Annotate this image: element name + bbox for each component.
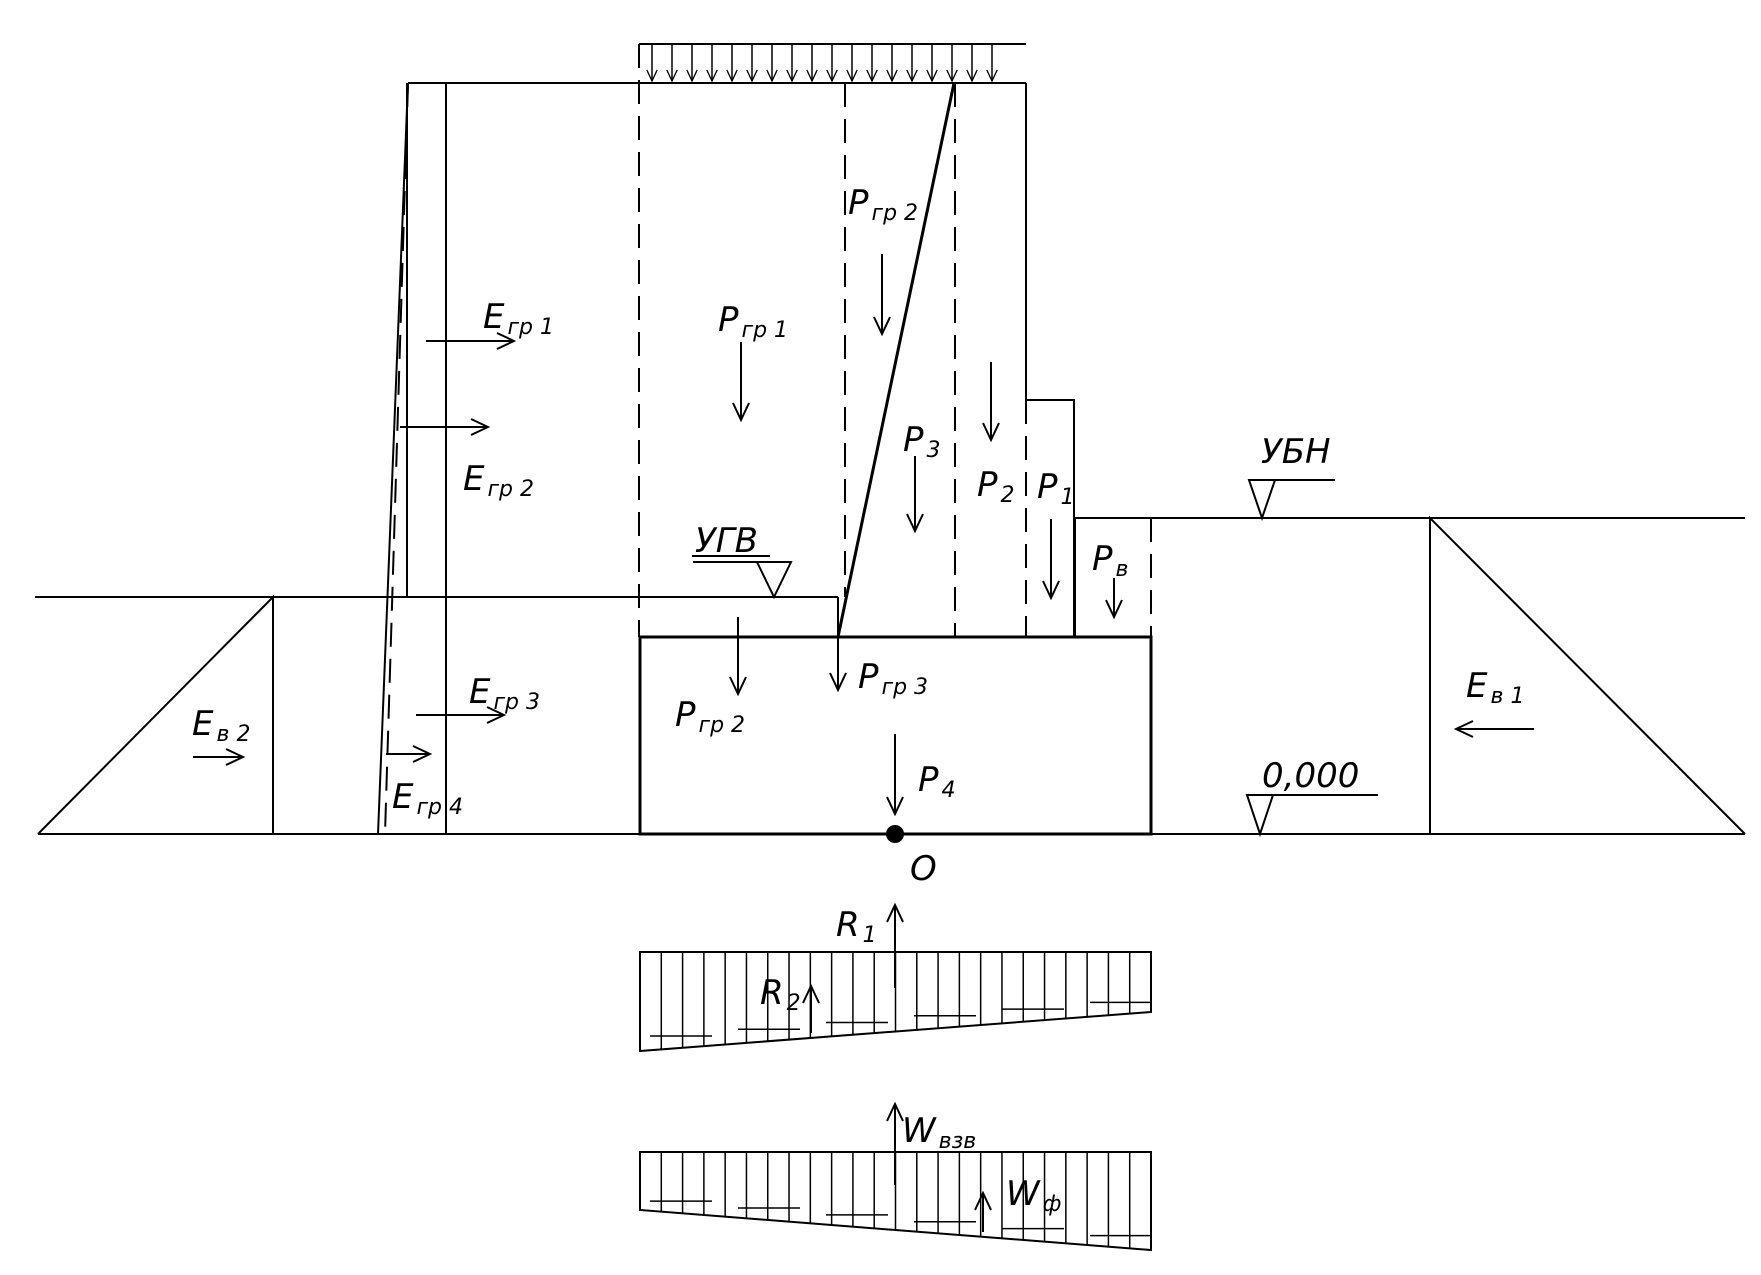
wall-left-sloped-edge bbox=[377, 82, 409, 835]
soil-pressure-diagram bbox=[639, 951, 1152, 1053]
uplift-pressure-diagram bbox=[639, 1151, 1152, 1252]
ubn-label: УБН bbox=[1261, 432, 1331, 472]
zero-level-marker: 0,000 bbox=[1245, 756, 1378, 838]
force-arrows bbox=[193, 254, 1534, 1232]
ugv-level-marker: УГВ bbox=[692, 521, 793, 600]
origin-point bbox=[886, 825, 904, 843]
stem-step bbox=[1026, 399, 1075, 637]
ubn-level-marker: УБН bbox=[1247, 432, 1335, 522]
wall-inner-sloped-dash bbox=[384, 82, 409, 835]
water-pressure-triangle-right bbox=[1429, 515, 1746, 835]
surcharge-arrows bbox=[652, 44, 992, 81]
water-pressure-triangle-left bbox=[37, 594, 274, 835]
ugv-label: УГВ bbox=[695, 521, 758, 561]
zero-label: 0,000 bbox=[1262, 756, 1359, 796]
sloped-wall-line bbox=[836, 82, 956, 638]
origin-label: O bbox=[910, 849, 937, 889]
